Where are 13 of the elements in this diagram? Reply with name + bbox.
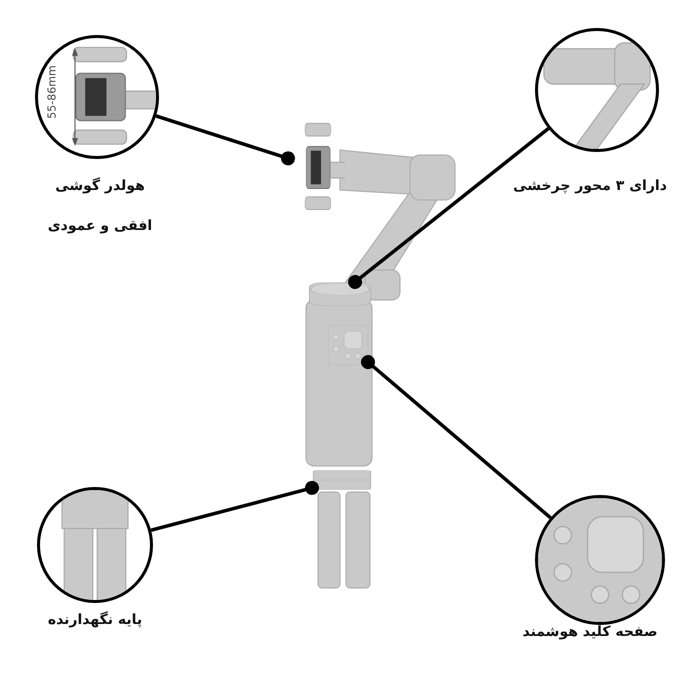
leader-line xyxy=(361,355,552,520)
tripod-joint xyxy=(312,470,372,490)
dimension-label: 55-86mm xyxy=(46,65,58,119)
feature-caption: هولدر گوشی xyxy=(55,178,145,194)
feature-caption: صفحه کلید هوشمند xyxy=(522,624,658,640)
feature-caption: دارای ۳ محور چرخشی xyxy=(513,178,667,194)
feature-caption: پایه نگهدارنده xyxy=(48,612,142,628)
leader-line xyxy=(156,114,295,166)
motor-joint xyxy=(308,282,372,306)
leader-line xyxy=(348,127,550,289)
leader-line xyxy=(150,480,319,532)
control-pad xyxy=(328,325,368,365)
feature-caption: افقی و عمودی xyxy=(48,218,152,234)
